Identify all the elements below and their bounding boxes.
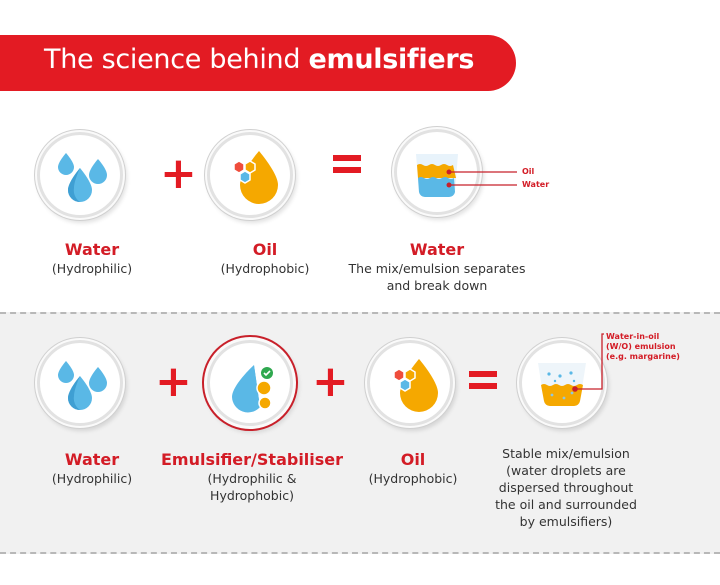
label-subtitle-line: dispersed throughout <box>498 480 634 495</box>
label-title: Emulsifier/Stabiliser <box>160 450 344 469</box>
equals-operator <box>330 152 370 176</box>
emulsifier-icon <box>232 365 273 413</box>
oil-callout: Oil <box>522 167 535 176</box>
oil-drop-icon <box>233 151 278 204</box>
label-subtitle-line: (Hydrophilic & <box>207 471 297 486</box>
label-subtitle: (Hydrophilic) <box>51 261 133 276</box>
label-subtitle-line: the oil and surrounded <box>495 497 637 512</box>
callout-line: (e.g. margarine) <box>606 352 680 361</box>
water-drops-icon <box>58 153 107 202</box>
emulsifier-label: Emulsifier/Stabiliser (Hydrophilic & Hyd… <box>161 450 343 504</box>
callout-lines <box>477 171 517 186</box>
label-title: Oil <box>252 240 278 259</box>
plus-operator: + <box>312 356 349 407</box>
result-label: Water The mix/emulsion separates and bre… <box>349 240 526 294</box>
label-title: Oil <box>400 450 426 469</box>
label-subtitle-line: (water droplets are <box>506 463 626 478</box>
equals-icon <box>469 371 497 389</box>
label-subtitle: (Hydrophobic) <box>220 261 310 276</box>
equals-icon <box>333 155 361 173</box>
plus-operator: + <box>155 356 192 407</box>
emulsifier-circle <box>210 343 290 423</box>
label-subtitle-line: The mix/emulsion separates <box>348 261 526 276</box>
water-circle <box>40 135 120 215</box>
callout-line: (W/O) emulsion <box>606 342 676 351</box>
oil-label-2: Oil (Hydrophobic) <box>369 450 458 487</box>
title-banner: The science behind emulsifiers <box>0 35 516 91</box>
oil-label: Oil (Hydrophobic) <box>221 240 310 277</box>
label-subtitle-line: Stable mix/emulsion <box>502 446 630 461</box>
separated-mix-circle <box>397 132 477 212</box>
stable-emulsion-label: Stable mix/emulsion (water droplets are … <box>495 445 637 530</box>
equals-operator <box>466 368 506 392</box>
plus-operator: + <box>160 148 197 199</box>
title-emphasis: emulsifiers <box>308 44 475 75</box>
water-label: Water (Hydrophilic) <box>52 240 132 277</box>
water-drops-icon <box>58 361 107 410</box>
label-subtitle-line: by emulsifiers) <box>519 514 613 529</box>
callout-line: Water-in-oil <box>606 332 660 341</box>
label-subtitle: (Hydrophilic) <box>51 471 133 486</box>
label-subtitle: (Hydrophobic) <box>368 471 458 486</box>
title-prefix: The science behind <box>44 44 309 75</box>
label-subtitle-line: Hydrophobic) <box>210 488 294 503</box>
water-circle-2 <box>40 343 120 423</box>
emulsion-section <box>0 312 720 554</box>
separated-beaker-icon <box>416 154 477 198</box>
oil-circle-2 <box>370 343 450 423</box>
label-subtitle-line: and break down <box>386 278 488 293</box>
label-title: Water <box>409 240 465 259</box>
stable-emulsion-circle <box>522 343 602 423</box>
water-callout: Water <box>522 180 550 189</box>
oil-circle <box>210 135 290 215</box>
page-title: The science behind emulsifiers <box>44 44 474 75</box>
emulsion-callout: Water-in-oil (W/O) emulsion (e.g. margar… <box>606 332 680 362</box>
label-title: Water <box>64 450 120 469</box>
label-title: Water <box>64 240 120 259</box>
oil-drop-icon <box>393 359 438 412</box>
water-label-2: Water (Hydrophilic) <box>52 450 132 487</box>
emulsion-callout-line <box>575 333 604 390</box>
